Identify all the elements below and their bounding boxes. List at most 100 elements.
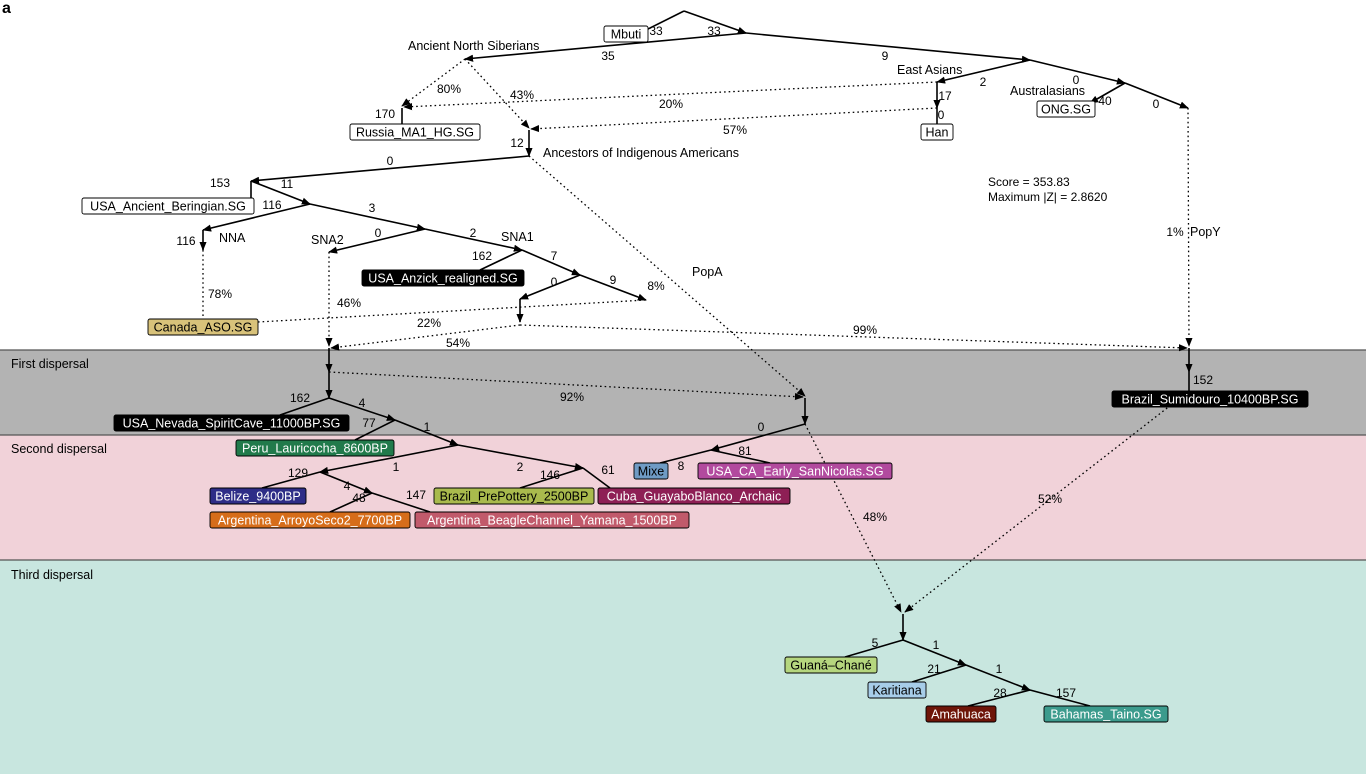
node-label-bahamas-taino-sg: Bahamas_Taino.SG — [1043, 705, 1169, 723]
node-label-box — [1043, 705, 1169, 723]
node-label-box — [414, 511, 690, 529]
percent-label: 48% — [863, 510, 887, 524]
drift-label: 7 — [551, 249, 558, 263]
node-label-text: ONG.SG — [1041, 103, 1091, 117]
drift-edges — [199, 10, 1193, 707]
percent-label: 43% — [510, 88, 534, 102]
node-label-text: USA_CA_Early_SanNicolas.SG — [706, 465, 883, 479]
drift-label: 1 — [996, 662, 1003, 676]
drift-label: 116 — [176, 234, 195, 248]
edge — [659, 449, 712, 464]
node-label-amahuaca: Amahuaca — [925, 705, 997, 723]
node-label-belize-9400bp: Belize_9400BP — [209, 487, 307, 505]
percent-label: 8% — [647, 279, 665, 293]
percent-label: 22% — [417, 316, 441, 330]
drift-label: 0 — [938, 108, 945, 122]
admixture-edge — [328, 371, 804, 401]
node-label-argentina-arroyoseco2-7700bp: Argentina_ArroyoSeco2_7700BP — [209, 511, 411, 529]
internal-label-ancient-north-siberians: Ancient North Siberians — [408, 39, 539, 53]
node-label-box — [697, 462, 893, 480]
drift-label: 8 — [678, 459, 685, 473]
admixture-edge — [257, 299, 647, 323]
drift-label: 162 — [472, 249, 492, 263]
edge — [844, 639, 904, 658]
node-label-box — [1036, 100, 1096, 118]
edge — [328, 397, 396, 421]
internal-label-sna2: SNA2 — [311, 233, 344, 247]
internal-label-nna: NNA — [219, 231, 246, 245]
edge — [328, 228, 426, 254]
node-label-box — [597, 487, 791, 505]
edge — [710, 449, 771, 464]
percent-label: 54% — [446, 336, 470, 350]
edge — [911, 664, 967, 683]
node-label-box — [920, 123, 954, 141]
band-label-third: Third dispersal — [11, 568, 93, 582]
node-label-box — [633, 462, 669, 480]
drift-label: 3 — [369, 201, 376, 215]
drift-label: 0 — [375, 226, 382, 240]
edge — [457, 444, 584, 471]
node-label-text: Canada_ASO.SG — [154, 321, 253, 335]
drift-label: 2 — [470, 226, 477, 240]
edge — [683, 10, 747, 34]
admixture-edge — [403, 81, 938, 111]
internal-label-east-asians: East Asians — [897, 63, 962, 77]
drift-label: 4 — [344, 479, 351, 493]
drift-label: 152 — [1193, 373, 1213, 387]
internal-labels: Ancient North Siberians East Asians Aust… — [219, 39, 1221, 279]
edge — [479, 249, 523, 271]
edge — [1124, 82, 1189, 109]
drift-label: 33 — [649, 24, 663, 38]
node-label-text: Brazil_Sumidouro_10400BP.SG — [1122, 393, 1299, 407]
score-text: Score = 353.83 — [988, 175, 1070, 189]
admixture-percent-labels: 80% 43% 20% 57% 78% 46% 22% 8% 99% 54% 9… — [208, 82, 1184, 524]
node-label-text: Belize_9400BP — [215, 490, 300, 504]
edge — [329, 492, 373, 513]
node-label-cuba-guayaboblanco-archaic: Cuba_GuayaboBlanco_Archaic — [597, 487, 791, 505]
node-label-usa-ancient-beringian-sg: USA_Ancient_Beringian.SG — [81, 197, 255, 215]
node-label-text: USA_Anzick_realigned.SG — [368, 272, 517, 286]
internal-label-ancestors-indigenous-americans: Ancestors of Indigenous Americans — [543, 146, 739, 160]
edge — [1029, 59, 1126, 85]
percent-label: 57% — [723, 123, 747, 137]
drift-label: 28 — [993, 686, 1007, 700]
node-label-mbuti: Mbuti — [603, 25, 649, 43]
drift-label: 4 — [359, 396, 366, 410]
drift-label: 12 — [510, 136, 524, 150]
node-label-box — [235, 439, 395, 457]
score-box: Score = 353.83 Maximum |Z| = 2.8620 — [988, 175, 1108, 204]
drift-label: 0 — [551, 275, 558, 289]
edge — [319, 471, 373, 494]
percent-label: 78% — [208, 287, 232, 301]
node-label-box — [113, 414, 350, 432]
drift-label: 170 — [375, 107, 395, 121]
drift-label: 1 — [424, 420, 431, 434]
drift-label: 35 — [601, 49, 615, 63]
edge — [1029, 689, 1091, 707]
drift-label: 5 — [872, 636, 879, 650]
drift-label: 0 — [387, 154, 394, 168]
node-label-peru-lauricocha-8600bp: Peru_Lauricocha_8600BP — [235, 439, 395, 457]
node-label-box — [433, 487, 595, 505]
node-label-karitiana: Karitiana — [867, 681, 927, 699]
node-label-text: Brazil_PrePottery_2500BP — [440, 490, 589, 504]
node-label-text: Guaná–Chané — [790, 659, 871, 673]
percent-label: 52% — [1038, 492, 1062, 506]
node-label-brazil-sumidouro-10400bp-sg: Brazil_Sumidouro_10400BP.SG — [1111, 390, 1309, 408]
admixture-edge — [519, 324, 1188, 352]
drift-label: 17 — [938, 89, 952, 103]
edge — [371, 492, 431, 513]
edge — [965, 664, 1031, 691]
admixture-edges — [202, 58, 1193, 613]
edge — [1089, 82, 1126, 104]
drift-label: 0 — [1073, 73, 1080, 87]
drift-label: 9 — [882, 49, 889, 63]
max-z-text: Maximum |Z| = 2.8620 — [988, 190, 1108, 204]
drift-label: 1 — [393, 460, 400, 474]
edge — [967, 689, 1031, 707]
node-label-box — [147, 318, 259, 336]
edge — [521, 249, 581, 276]
edge — [319, 444, 459, 474]
